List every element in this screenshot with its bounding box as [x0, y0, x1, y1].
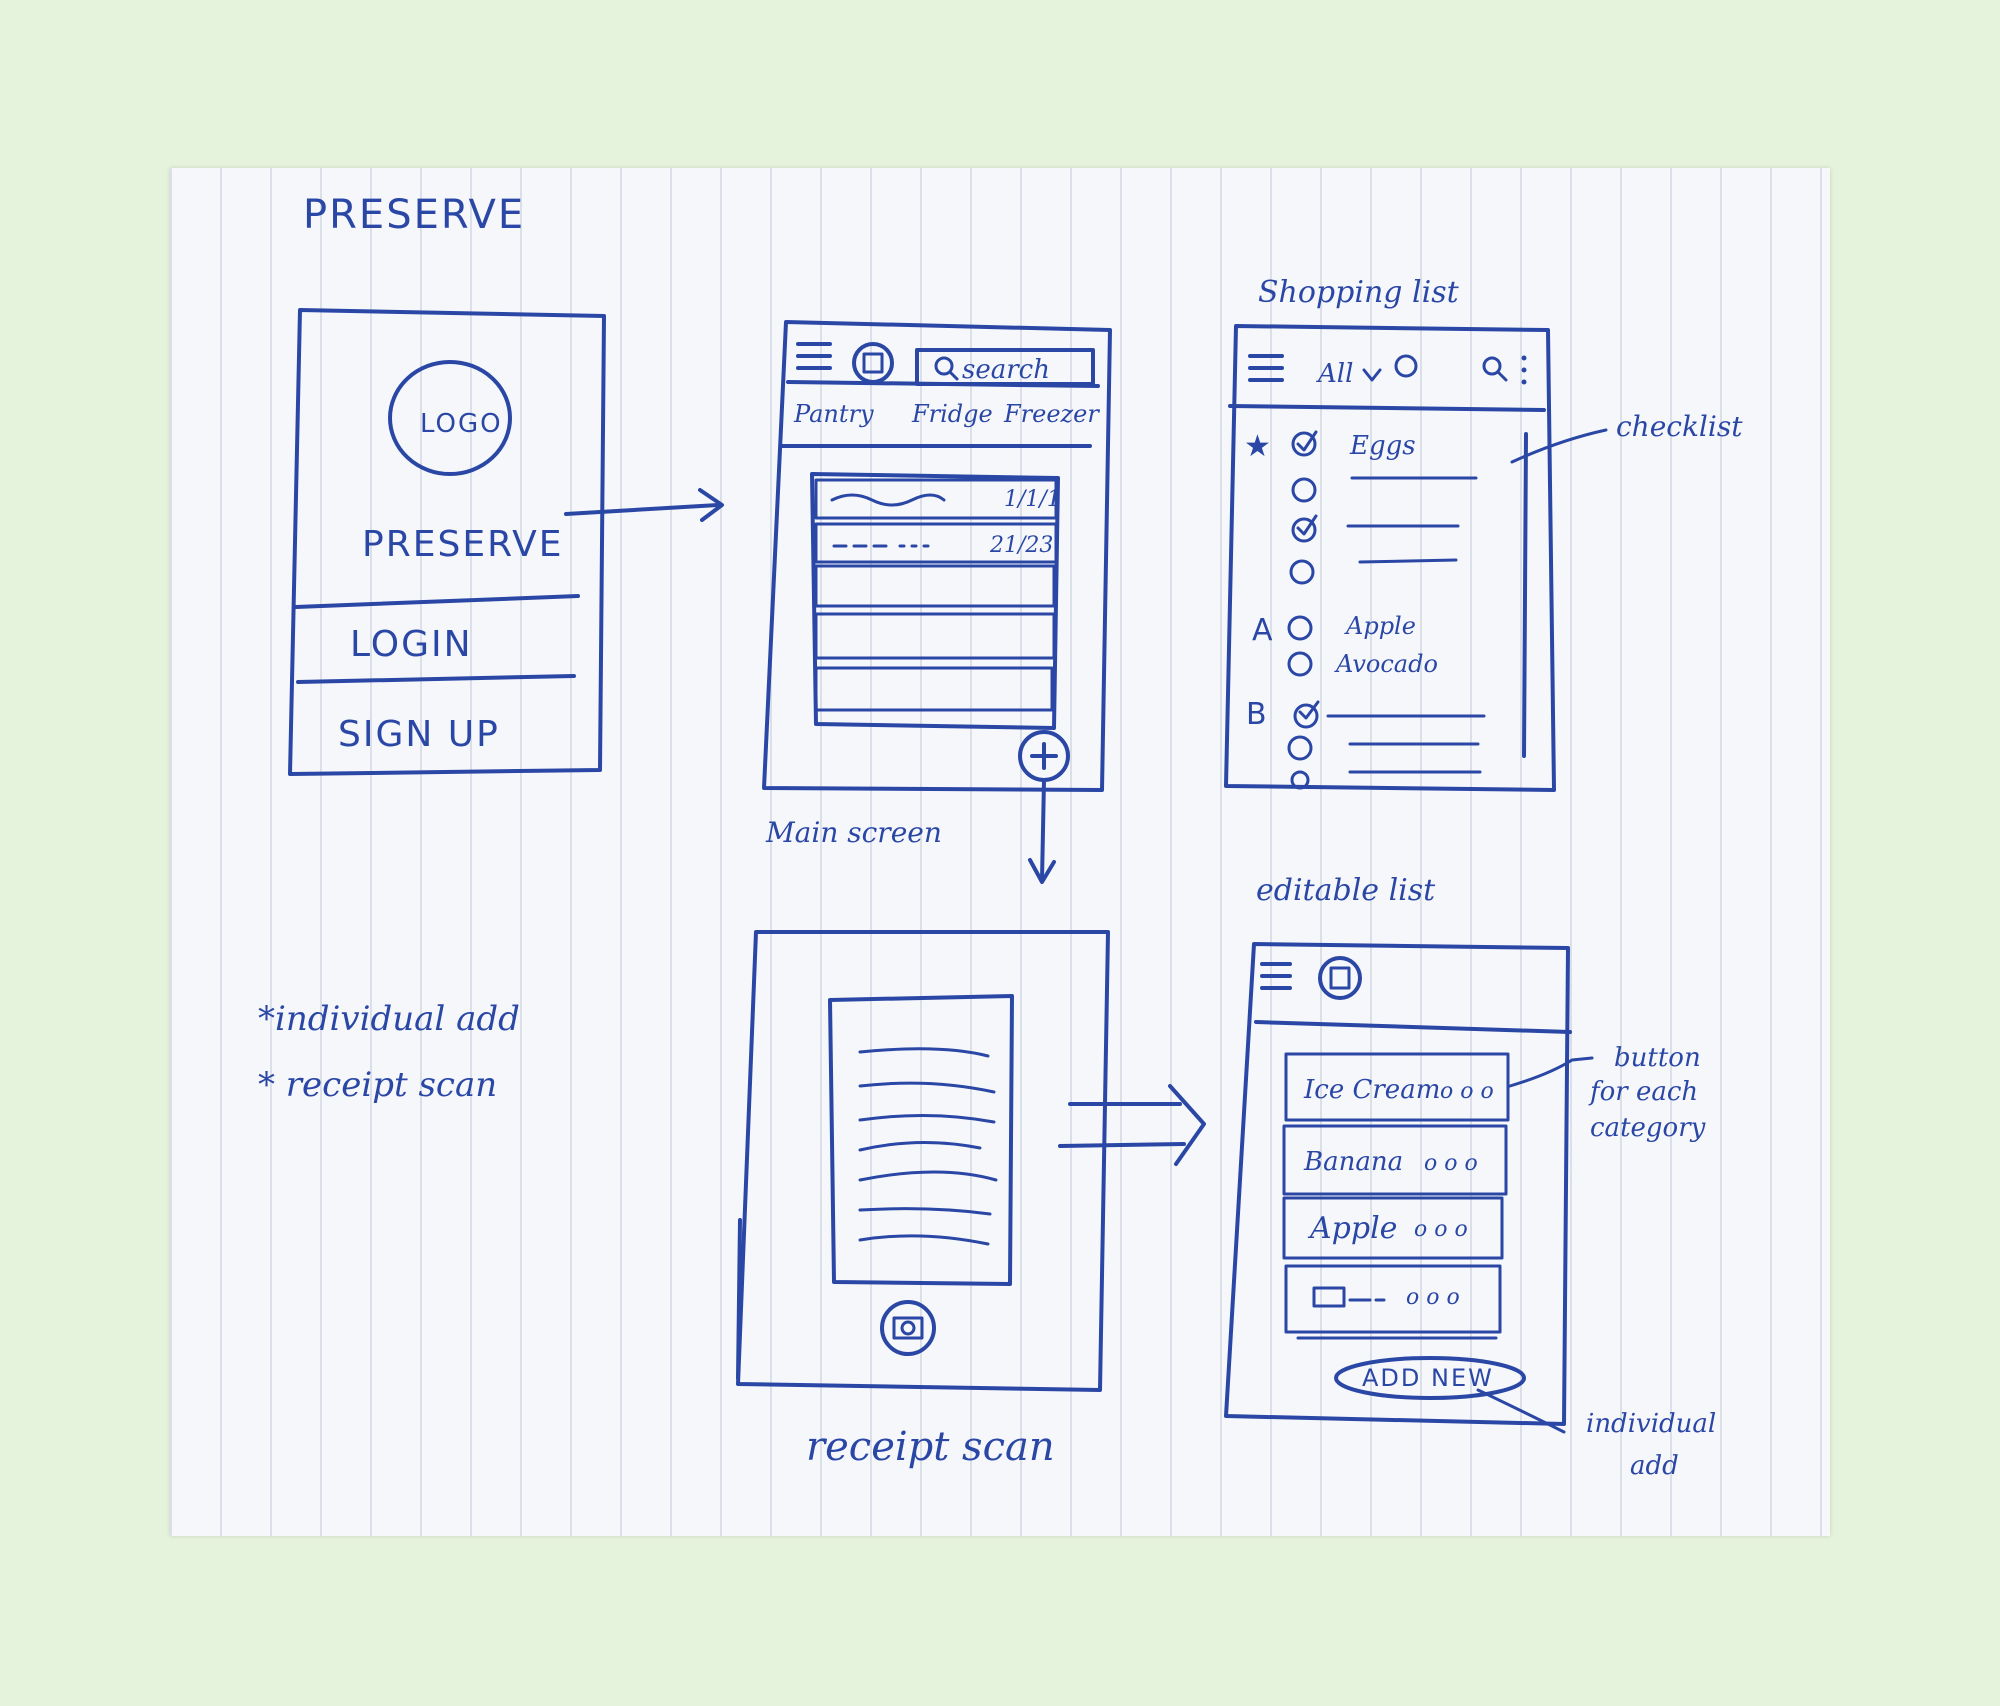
- checklist-annotation: checklist: [1510, 410, 1743, 464]
- quantity-dots[interactable]: o o o: [1406, 1285, 1460, 1310]
- item-date: 21/23: [989, 533, 1053, 558]
- receipt-scan-caption: receipt scan: [806, 1424, 1055, 1470]
- tab-pantry[interactable]: Pantry: [793, 400, 874, 428]
- checkbox[interactable]: [1287, 615, 1313, 641]
- receipt-scan-frame: [736, 930, 1110, 1392]
- list-item-label: Apple: [1344, 612, 1416, 640]
- receipt-scan-screen: [736, 930, 1110, 1392]
- checklist-annotation-text: checklist: [1616, 410, 1743, 443]
- editable-list-frame: [1224, 942, 1570, 1426]
- profile-icon[interactable]: [852, 342, 894, 384]
- list-item-label: Eggs: [1349, 431, 1416, 461]
- receipt-preview: [828, 994, 1014, 1286]
- profile-icon[interactable]: [1318, 956, 1362, 1000]
- search-icon: [934, 356, 954, 376]
- hamburger-icon[interactable]: [796, 342, 832, 370]
- arrow-main-to-receipt: [1028, 778, 1056, 884]
- signup-button[interactable]: SIGN UP: [338, 714, 500, 755]
- list-item[interactable]: 21/23: [814, 522, 1058, 564]
- main-screen: search Pantry Fridge Freezer 1/1/1 21/23: [762, 320, 1112, 792]
- login-button[interactable]: LOGIN: [350, 624, 473, 665]
- checkbox-checked[interactable]: [1293, 700, 1320, 729]
- item-list: [810, 472, 1060, 730]
- list-item[interactable]: 1/1/1: [814, 478, 1061, 520]
- notebook-paper: [170, 168, 1830, 1536]
- category-label: Ice Cream: [1303, 1075, 1440, 1105]
- logo-text: LOGO: [420, 409, 503, 439]
- section-letter: A: [1252, 613, 1275, 648]
- star-icon: ★: [1244, 429, 1273, 464]
- editable-list-screen: Ice Cream o o o Banana o o o Apple o o o…: [1224, 942, 1572, 1426]
- tab-fridge[interactable]: Fridge: [911, 400, 993, 428]
- category-row[interactable]: Banana o o o: [1282, 1124, 1508, 1196]
- divider: [294, 594, 580, 609]
- hamburger-icon[interactable]: [1260, 962, 1292, 990]
- checkbox[interactable]: [1290, 770, 1310, 790]
- main-screen-caption: Main screen: [765, 816, 942, 849]
- camera-icon[interactable]: [880, 1300, 936, 1356]
- checkbox[interactable]: [1291, 477, 1317, 503]
- checkbox-checked[interactable]: [1291, 430, 1318, 457]
- button-annotation-line3: category: [1590, 1113, 1706, 1143]
- list-item[interactable]: [814, 666, 1054, 712]
- hamburger-icon[interactable]: [1248, 354, 1284, 382]
- list-item-label: Avocado: [1334, 650, 1438, 678]
- note-individual-add: *individual add: [258, 999, 520, 1039]
- chevron-down-icon: [1362, 368, 1382, 382]
- individual-add-annotation: individual add: [1476, 1388, 1716, 1481]
- category-row[interactable]: Apple o o o: [1282, 1196, 1504, 1260]
- shopping-list-screen: All ★ Eggs A Apple: [1224, 324, 1556, 792]
- list-item[interactable]: [814, 564, 1056, 608]
- item-date: 1/1/1: [1004, 487, 1061, 512]
- button-annotation-line1: button: [1614, 1043, 1701, 1073]
- add-new-button[interactable]: ADD NEW: [1334, 1356, 1526, 1400]
- main-screen-frame: [762, 320, 1112, 792]
- quantity-dots[interactable]: o o o: [1440, 1079, 1494, 1104]
- login-app-name: PRESERVE: [362, 524, 563, 565]
- add-button[interactable]: [1018, 730, 1070, 782]
- login-screen-frame: [288, 308, 606, 776]
- list-item[interactable]: [814, 612, 1056, 660]
- checkbox[interactable]: [1289, 559, 1315, 585]
- search-icon[interactable]: [1482, 356, 1508, 382]
- scrollbar[interactable]: [1522, 432, 1528, 758]
- login-screen: LOGO PRESERVE LOGIN SIGN UP: [288, 308, 606, 776]
- profile-icon[interactable]: [1394, 354, 1418, 378]
- item-image-icon: [1312, 1286, 1346, 1308]
- page-title: PRESERVE: [303, 192, 525, 238]
- quantity-dots[interactable]: o o o: [1414, 1217, 1468, 1242]
- add-new-label: ADD NEW: [1362, 1364, 1494, 1392]
- category-label: Banana: [1303, 1147, 1403, 1177]
- logo-circle: [388, 360, 512, 476]
- section-letter: B: [1246, 697, 1269, 732]
- individual-add-line1: individual: [1586, 1409, 1716, 1439]
- category-row[interactable]: Ice Cream o o o: [1284, 1052, 1510, 1122]
- button-annotation-line2: for each: [1588, 1077, 1698, 1107]
- more-icon[interactable]: [1521, 355, 1527, 385]
- quantity-dots[interactable]: o o o: [1424, 1151, 1478, 1176]
- filter-dropdown[interactable]: All: [1316, 359, 1353, 389]
- shopping-list-caption: Shopping list: [1258, 275, 1460, 310]
- checkbox[interactable]: [1287, 735, 1313, 761]
- shopping-list-frame: [1224, 324, 1556, 792]
- checkbox-checked[interactable]: [1291, 514, 1318, 543]
- category-label: Apple: [1307, 1211, 1397, 1246]
- category-row[interactable]: o o o: [1284, 1264, 1502, 1334]
- editable-list-caption: editable list: [1256, 873, 1436, 908]
- button-annotation: button for each category: [1508, 1043, 1706, 1143]
- search-label: search: [962, 355, 1050, 385]
- note-receipt-scan: * receipt scan: [258, 1065, 497, 1105]
- checkbox[interactable]: [1287, 651, 1313, 677]
- tab-freezer[interactable]: Freezer: [1003, 400, 1100, 428]
- individual-add-line2: add: [1630, 1451, 1679, 1481]
- arrow-receipt-to-editable: [1058, 1084, 1206, 1166]
- arrow-login-to-main: [564, 488, 724, 522]
- search-bar[interactable]: search: [915, 348, 1095, 386]
- divider: [296, 674, 576, 684]
